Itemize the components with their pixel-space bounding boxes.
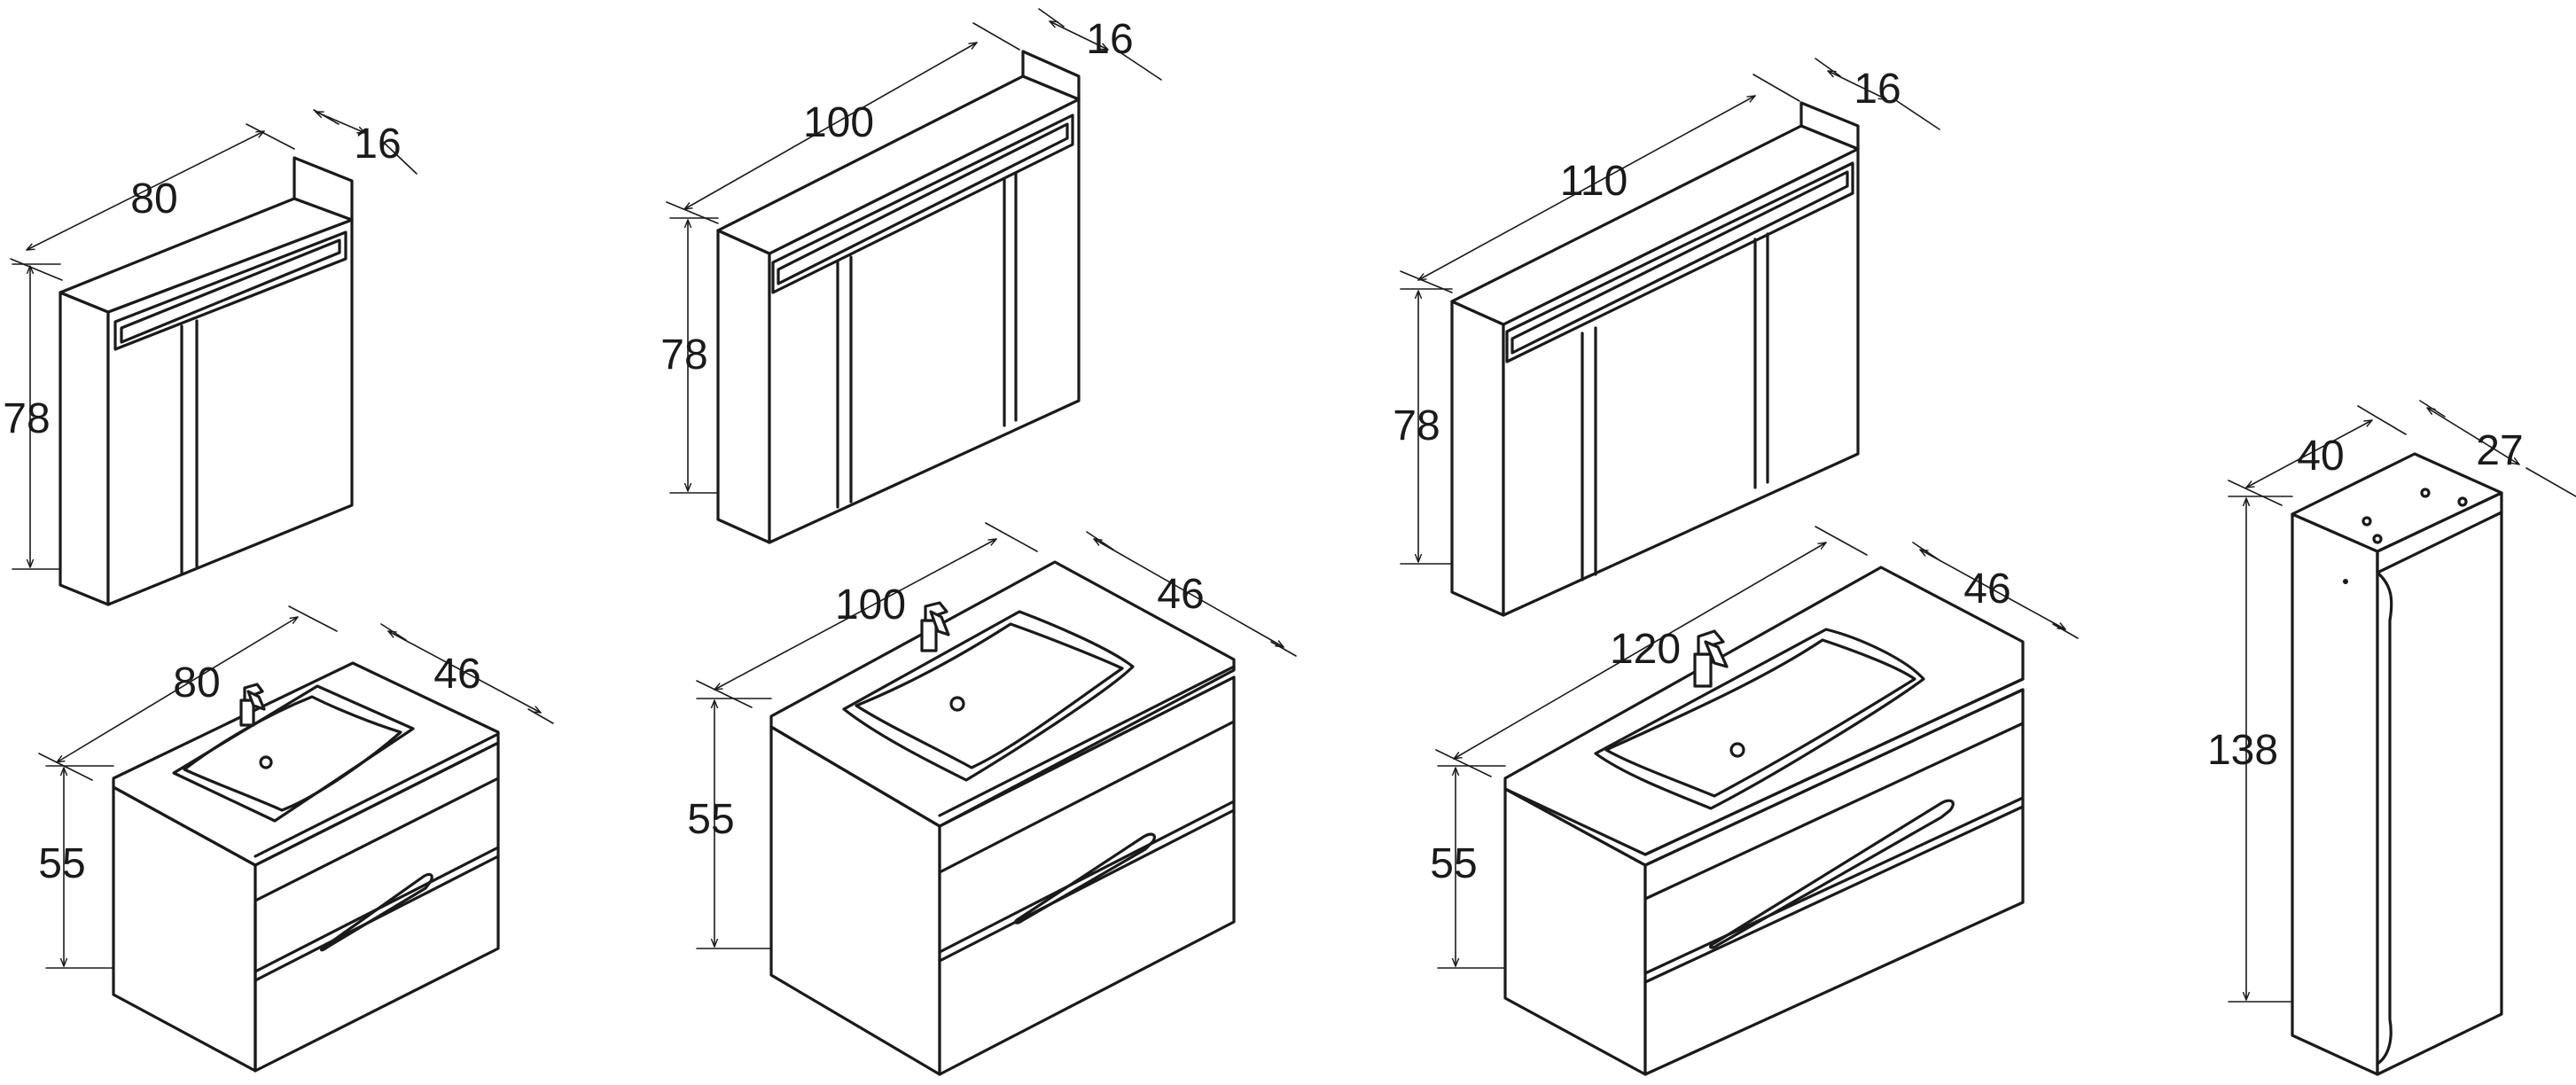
tall-cabinet-depth-label: 27 <box>2476 427 2523 474</box>
vanity-100-height-label: 55 <box>687 796 734 843</box>
mirror-cabinet-110: 110 16 78 <box>1393 58 1940 617</box>
vanity-100-width-label: 100 <box>835 582 906 628</box>
mirror-80-height-label: 78 <box>3 395 50 442</box>
vanity-100: 100 46 55 <box>687 522 1297 1076</box>
tall-cabinet: 40 27 138 <box>2207 400 2576 1076</box>
vanity-80-height-label: 55 <box>38 840 85 887</box>
mirror-110-height-label: 78 <box>1393 402 1440 449</box>
mirror-cabinet-80: 80 16 78 <box>3 109 418 606</box>
mirror-80-width-label: 80 <box>130 176 177 222</box>
tall-cabinet-width-label: 40 <box>2297 433 2344 480</box>
mirror-100-width-label: 100 <box>803 99 874 146</box>
vanity-120: 120 46 55 <box>1430 526 2079 1076</box>
vanity-100-depth-label: 46 <box>1157 571 1204 618</box>
mirror-cabinet-100: 100 16 78 <box>660 8 1162 544</box>
mirror-110-depth-label: 16 <box>1854 66 1901 113</box>
mirror-100-depth-label: 16 <box>1086 16 1133 63</box>
vanity-120-width-label: 120 <box>1610 626 1681 673</box>
mirror-110-width-label: 110 <box>1560 158 1628 205</box>
vanity-120-depth-label: 46 <box>1963 566 2010 613</box>
vanity-80-width-label: 80 <box>173 660 220 706</box>
vanity-80-depth-label: 46 <box>433 651 480 698</box>
vanity-80: 80 46 55 <box>38 605 554 1073</box>
tall-cabinet-height-label: 138 <box>2207 727 2278 774</box>
mirror-100-height-label: 78 <box>660 332 707 379</box>
vanity-120-height-label: 55 <box>1430 840 1477 887</box>
mirror-80-depth-label: 16 <box>354 121 401 168</box>
